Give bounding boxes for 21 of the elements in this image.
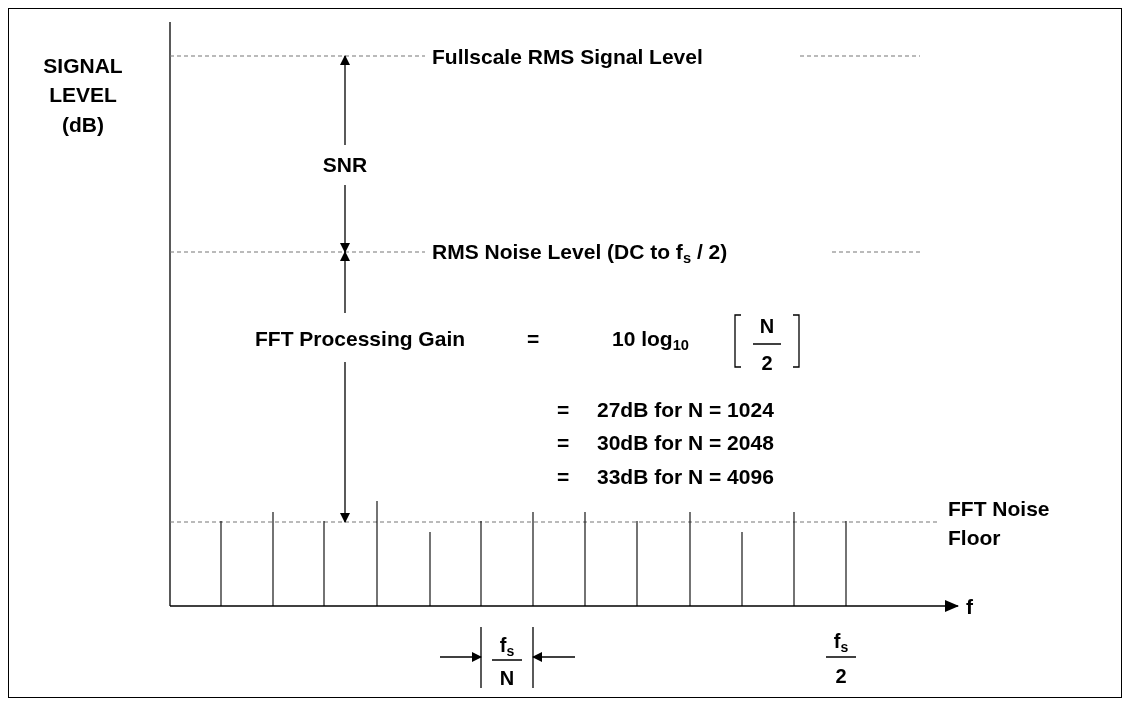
fraction-denominator: N bbox=[499, 666, 515, 690]
fraction-denominator: 2 bbox=[835, 664, 847, 688]
formula-text: 10 log$_{10}$ bbox=[612, 326, 690, 352]
equals-sign: = bbox=[527, 326, 540, 352]
level-label: RMS Noise Level (DC to f$_{s}$ / 2) bbox=[432, 239, 728, 265]
fraction-numerator: f$_{s}$ bbox=[499, 633, 515, 657]
equals-sign: = bbox=[557, 430, 570, 456]
fraction-denominator: 2 bbox=[761, 351, 773, 375]
formula-label: FFT Processing Gain bbox=[255, 326, 466, 352]
level-label: Fullscale RMS Signal Level bbox=[432, 44, 703, 70]
formula-result: 33dB for N = 4096 bbox=[597, 464, 774, 490]
equals-sign: = bbox=[557, 464, 570, 490]
level-label: FFT Noise Floor bbox=[948, 495, 1051, 551]
equals-sign: = bbox=[557, 397, 570, 423]
formula-result: 27dB for N = 1024 bbox=[597, 397, 774, 423]
axis-title: SIGNAL LEVEL (dB) bbox=[42, 52, 124, 138]
fraction-numerator: N bbox=[759, 314, 775, 338]
fraction-numerator: f$_{s}$ bbox=[833, 629, 849, 653]
formula-result: 30dB for N = 2048 bbox=[597, 430, 774, 456]
axis-label: f bbox=[966, 594, 973, 620]
dimension-label: SNR bbox=[322, 152, 368, 178]
